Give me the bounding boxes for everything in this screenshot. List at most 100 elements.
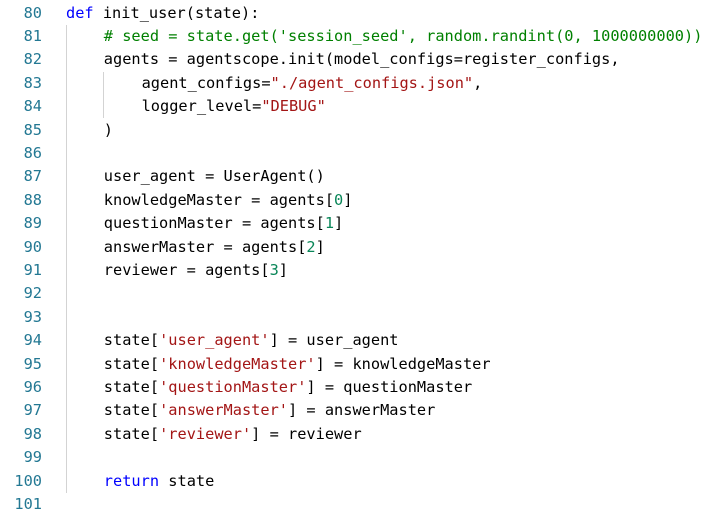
code-token: state[ (103, 354, 160, 373)
code-line: 86 (0, 142, 720, 165)
code-token: questionMaster = agents[ (103, 214, 325, 233)
code-token: ] = reviewer (251, 424, 362, 443)
code-number: 0 (334, 190, 344, 209)
code-number: 2 (306, 237, 316, 256)
line-number: 93 (23, 307, 42, 326)
code-text[interactable]: def init_user(state): (66, 2, 259, 25)
code-token: ] = user_agent (269, 331, 399, 350)
code-text[interactable]: agent_configs="./agent_configs.json", (142, 72, 483, 95)
code-token: answerMaster = agents[ (103, 237, 307, 256)
code-token: knowledgeMaster = agents[ (103, 190, 335, 209)
code-token: state[ (103, 401, 160, 420)
code-string: 'knowledgeMaster' (159, 354, 316, 373)
code-token: ] (343, 190, 353, 209)
code-token: init_user(state): (93, 3, 260, 22)
line-number: 81 (23, 26, 42, 45)
code-text[interactable]: agents = agentscope.init(model_configs=r… (104, 48, 620, 71)
line-number: 83 (23, 73, 42, 92)
code-token: ] = knowledgeMaster (315, 354, 491, 373)
code-number: 3 (269, 260, 279, 279)
line-number: 97 (23, 401, 42, 420)
code-line: 100 return state (0, 470, 720, 493)
line-number: 91 (23, 260, 42, 279)
code-line: 87 user_agent = UserAgent() (0, 165, 720, 188)
code-string: 'user_agent' (159, 331, 270, 350)
line-number: 89 (23, 214, 42, 233)
code-comment: # seed = state.get('session_seed', rando… (103, 26, 703, 45)
code-text[interactable]: reviewer = agents[3] (104, 259, 288, 282)
code-token: ] = answerMaster (288, 401, 436, 420)
code-token: ] (315, 237, 325, 256)
code-string: "DEBUG" (261, 97, 326, 116)
code-string: 'questionMaster' (159, 377, 307, 396)
code-token: logger_level= (141, 97, 262, 116)
code-token: agents = agentscope.init(model_configs=r… (103, 50, 620, 69)
line-number: 87 (23, 167, 42, 186)
code-token: agent_configs= (141, 73, 271, 92)
indent-guide (65, 24, 67, 493)
code-token: , (473, 73, 483, 92)
line-number: 84 (23, 97, 42, 116)
code-line: 101 (0, 493, 720, 516)
code-string: 'reviewer' (159, 424, 252, 443)
line-number: 90 (23, 237, 42, 256)
code-line: 89 questionMaster = agents[1] (0, 212, 720, 235)
code-text[interactable]: state['user_agent'] = user_agent (104, 329, 399, 352)
code-text[interactable]: return state (104, 470, 215, 493)
code-token: reviewer = agents[ (103, 260, 270, 279)
line-number: 101 (14, 494, 42, 513)
line-number: 85 (23, 120, 42, 139)
code-line: 81 # seed = state.get('session_seed', ran… (0, 25, 720, 48)
code-text[interactable]: user_agent = UserAgent() (104, 165, 325, 188)
code-text[interactable]: state['reviewer'] = reviewer (104, 423, 362, 446)
code-token: state[ (103, 424, 160, 443)
code-line: 97 state['answerMaster'] = answerMaster (0, 399, 720, 422)
code-line: 99 (0, 446, 720, 469)
code-number: 1 (324, 214, 335, 233)
code-line: 85) (0, 119, 720, 142)
code-keyword: def (66, 3, 94, 22)
code-string: "./agent_configs.json" (270, 73, 474, 92)
code-line: 84 logger_level="DEBUG" (0, 95, 720, 118)
code-line: 90 answerMaster = agents[2] (0, 236, 720, 259)
code-token: state (159, 471, 215, 490)
line-number: 95 (23, 354, 42, 373)
code-token: state[ (103, 377, 160, 396)
code-text[interactable]: state['questionMaster'] = questionMaster (104, 376, 472, 399)
indent-guide (103, 71, 105, 119)
code-text[interactable]: state['knowledgeMaster'] = knowledgeMast… (104, 353, 491, 376)
code-line: 92 (0, 282, 720, 305)
code-line: 95 state['knowledgeMaster'] = knowledgeMa… (0, 353, 720, 376)
code-string: 'answerMaster' (159, 401, 288, 420)
code-line: 83 agent_configs="./agent_configs.json", (0, 72, 720, 95)
line-number: 96 (23, 377, 42, 396)
code-line: 98 state['reviewer'] = reviewer (0, 423, 720, 446)
code-token: ) (103, 120, 114, 139)
code-line: 80 def init_user(state): (0, 2, 720, 25)
code-text[interactable]: ) (104, 119, 113, 142)
code-text[interactable]: answerMaster = agents[2] (104, 236, 325, 259)
code-text[interactable]: questionMaster = agents[1] (104, 212, 343, 235)
code-token: ] (278, 260, 289, 279)
code-token: state[ (103, 331, 160, 350)
code-line: 93 (0, 306, 720, 329)
line-number: 80 (23, 3, 42, 22)
line-number: 98 (23, 424, 42, 443)
code-text[interactable]: state['answerMaster'] = answerMaster (104, 399, 436, 422)
code-token: user_agent = UserAgent() (103, 167, 325, 186)
line-number: 100 (14, 471, 42, 490)
code-token: ] = questionMaster (306, 377, 473, 396)
code-line: 96 state['questionMaster'] = questionMast… (0, 376, 720, 399)
code-token: ] (334, 214, 344, 233)
line-number: 94 (23, 331, 42, 350)
code-text[interactable]: knowledgeMaster = agents[0] (104, 189, 353, 212)
code-keyword: return (103, 471, 160, 490)
line-number: 88 (23, 190, 42, 209)
code-line: 91 reviewer = agents[3] (0, 259, 720, 282)
line-number: 86 (23, 143, 42, 162)
code-line: 88 knowledgeMaster = agents[0] (0, 189, 720, 212)
code-text[interactable]: logger_level="DEBUG" (142, 95, 326, 118)
code-text[interactable]: # seed = state.get('session_seed', rando… (104, 25, 703, 48)
